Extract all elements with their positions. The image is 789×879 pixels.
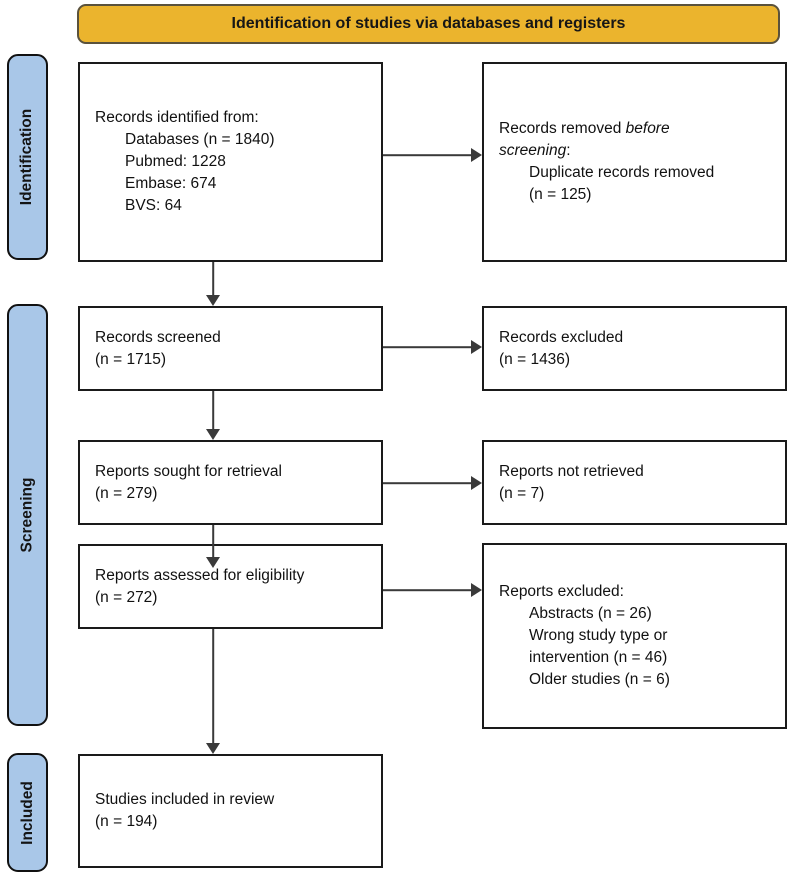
arrow-shaft	[383, 589, 473, 591]
box-text-line: Reports not retrieved	[499, 462, 644, 480]
arrow-assessed-to-included	[205, 629, 221, 754]
arrow-screened-to-excluded	[383, 339, 482, 355]
arrow-shaft	[212, 629, 214, 745]
stage-label-included: Included	[7, 753, 48, 872]
box-text-line: Pubmed: 1228	[125, 153, 226, 170]
box-reports-sought-for-retrieval: Reports sought for retrieval (n = 279)	[78, 440, 383, 525]
arrow-head-right-icon	[471, 476, 482, 490]
stage-label-screening: Screening	[7, 304, 48, 726]
box-text-line: Records identified from:	[95, 109, 259, 126]
header-banner: Identification of studies via databases …	[77, 4, 780, 44]
box-text-segment: :	[566, 142, 571, 159]
arrow-shaft	[383, 346, 473, 348]
box-text-line: Abstracts (n = 26)	[529, 605, 652, 622]
arrow-head-down-icon	[206, 743, 220, 754]
arrow-identified-to-screened	[205, 262, 221, 306]
box-text-line: Records removed before	[499, 118, 777, 140]
box-text-line: (n = 1715)	[95, 350, 167, 368]
box-text-line: (n = 125)	[529, 186, 592, 203]
box-records-removed-before-screening: Records removed before screening: Duplic…	[482, 62, 787, 262]
arrow-shaft	[212, 525, 214, 559]
box-studies-included-in-review: Studies included in review (n = 194)	[78, 754, 383, 868]
stage-label-identification: Identification	[7, 54, 48, 260]
box-records-identified: Records identified from: Databases (n = …	[78, 62, 383, 262]
arrow-sought-to-not-retrieved	[383, 475, 482, 491]
box-text-line: Older studies (n = 6)	[529, 671, 670, 688]
arrow-assessed-to-reports-excluded	[383, 582, 482, 598]
box-text-line: Studies included in review	[95, 791, 275, 808]
box-text-line: (n = 1436)	[499, 350, 571, 368]
box-text-segment: Records removed	[499, 120, 626, 137]
box-text-line: (n = 272)	[95, 588, 158, 606]
box-text-line: Duplicate records removed	[529, 164, 715, 181]
header-banner-title: Identification of studies via databases …	[231, 15, 626, 32]
box-text-line: BVS: 64	[125, 197, 182, 214]
arrow-screened-to-sought	[205, 391, 221, 440]
box-text-line: (n = 194)	[95, 813, 158, 830]
arrow-head-right-icon	[471, 148, 482, 162]
arrow-shaft	[212, 391, 214, 431]
arrow-shaft	[383, 482, 473, 484]
stage-label-screening-text: Screening	[18, 477, 36, 553]
box-text-line: screening:	[499, 140, 777, 162]
stage-label-included-text: Included	[18, 780, 36, 845]
box-records-excluded: Records excluded (n = 1436)	[482, 306, 787, 391]
box-text-line: intervention (n = 46)	[529, 649, 668, 666]
box-text-segment-italic: screening	[499, 142, 567, 159]
box-text-line: (n = 7)	[499, 484, 545, 502]
arrow-shaft	[212, 262, 214, 297]
box-reports-not-retrieved: Reports not retrieved (n = 7)	[482, 440, 787, 525]
arrow-head-down-icon	[206, 429, 220, 440]
stage-label-identification-text: Identification	[18, 108, 36, 206]
box-records-screened: Records screened (n = 1715)	[78, 306, 383, 391]
arrow-shaft	[383, 154, 473, 156]
box-text-line: Reports sought for retrieval	[95, 462, 282, 480]
box-text-line: Databases (n = 1840)	[125, 131, 275, 148]
arrow-head-down-icon	[206, 295, 220, 306]
box-text-line: Records screened	[95, 328, 221, 346]
box-text-line: Wrong study type or	[529, 627, 668, 644]
box-text-line: Reports excluded:	[499, 583, 624, 600]
arrow-head-down-icon	[206, 557, 220, 568]
arrow-head-right-icon	[471, 583, 482, 597]
box-reports-assessed-for-eligibility: Reports assessed for eligibility (n = 27…	[78, 544, 383, 629]
arrow-head-right-icon	[471, 340, 482, 354]
box-text-line: Reports assessed for eligibility	[95, 566, 305, 584]
arrow-sought-to-assessed	[205, 525, 221, 568]
box-text-line: Embase: 674	[125, 175, 217, 192]
arrow-identified-to-removed	[383, 147, 482, 163]
box-text-line: (n = 279)	[95, 484, 158, 502]
box-reports-excluded: Reports excluded: Abstracts (n = 26) Wro…	[482, 543, 787, 729]
box-text-line: Records excluded	[499, 328, 624, 346]
box-text-segment-italic: before	[625, 120, 670, 137]
